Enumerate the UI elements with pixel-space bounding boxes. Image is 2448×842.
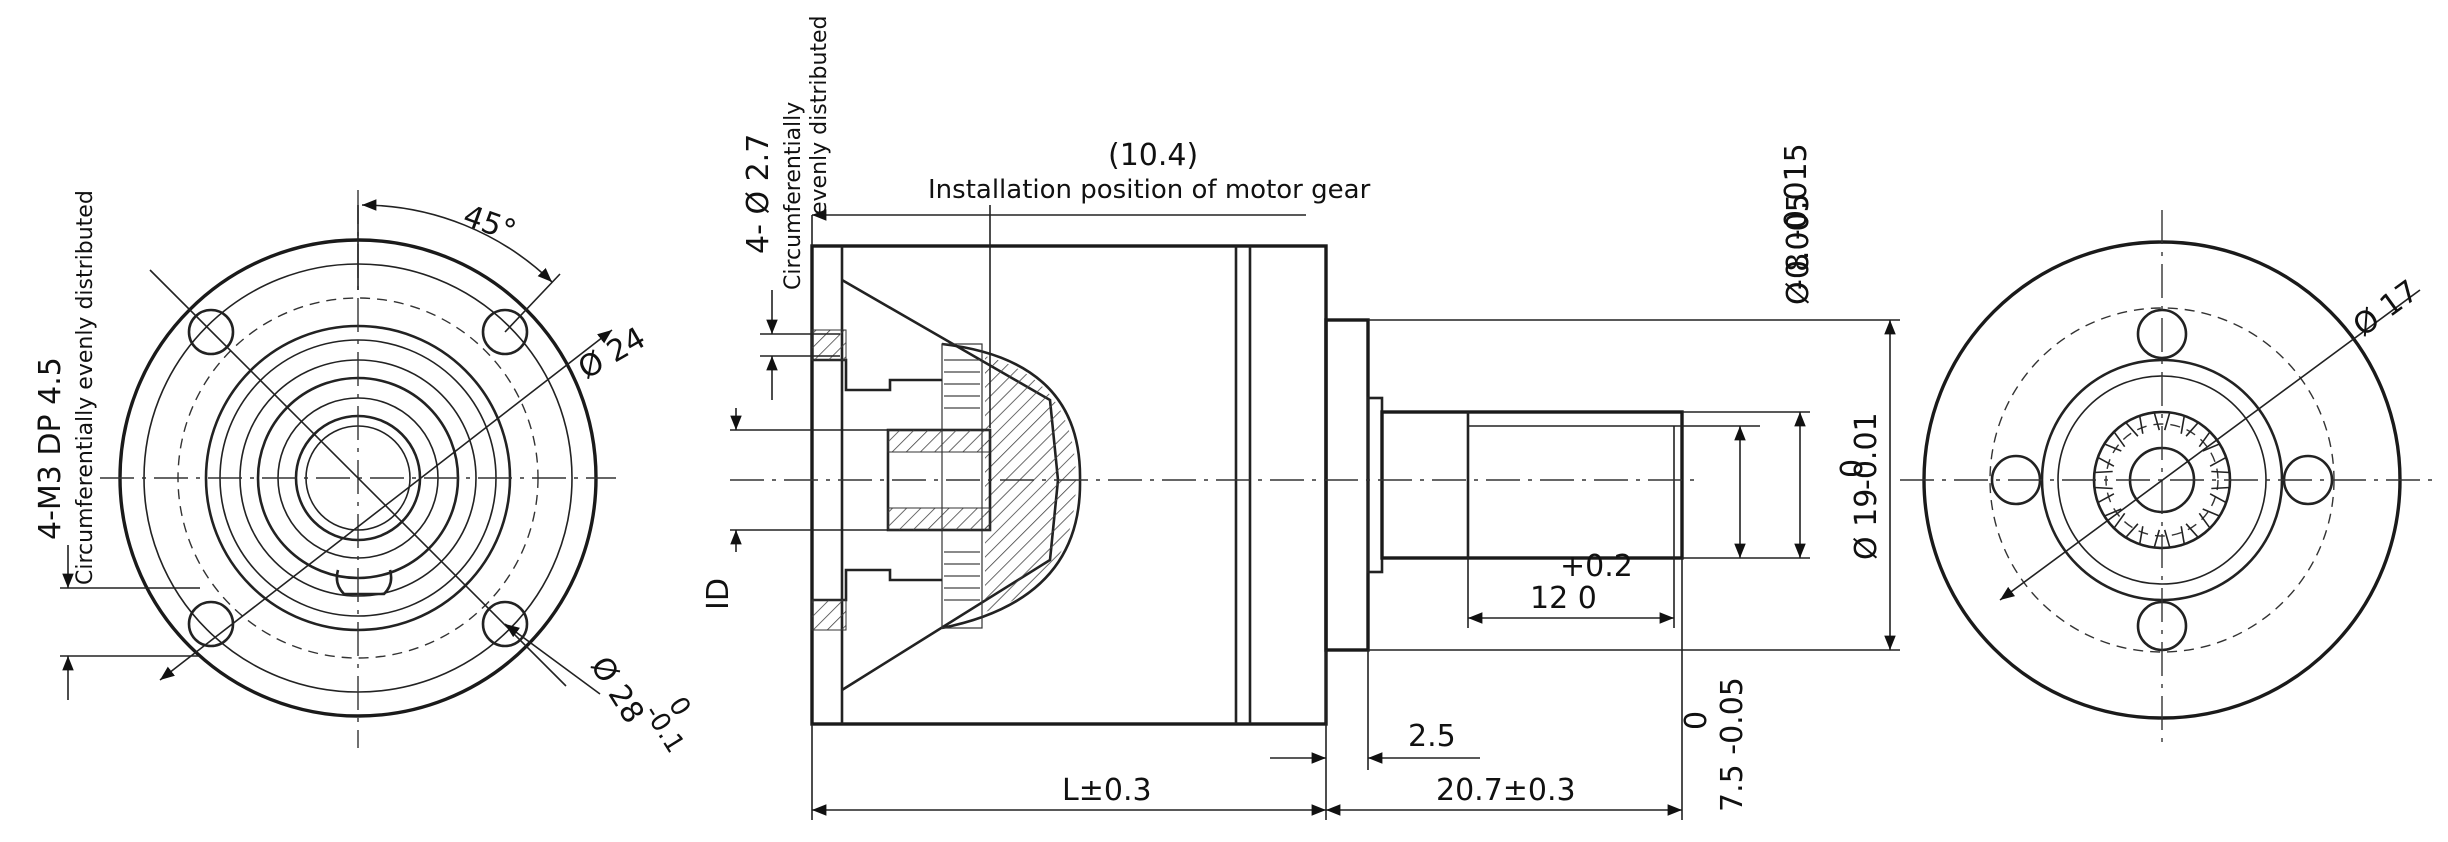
output-shaft [1380, 410, 1684, 560]
flat-tol-upper: 0 [1679, 711, 1714, 730]
gear-note-label: Installation position of motor gear [928, 175, 1371, 205]
shaft-dia-label: Ø 8 [1781, 253, 1816, 305]
pinion-tooth [2185, 421, 2212, 448]
bolt-hole-bl [187, 600, 235, 648]
front-view: 45° Ø 24 Ø 28 0 -0.1 4-M3 DP 4.5 Circumf… [33, 190, 696, 759]
pinion-tooth [2112, 421, 2139, 448]
boss-tol-upper: 0 [1835, 459, 1870, 478]
pinion-tooth [2163, 411, 2186, 434]
length-label: L±0.3 [1062, 773, 1152, 808]
pinion-tooth [2163, 526, 2186, 549]
boss-tol-lower: -0.01 [1849, 412, 1884, 490]
pinion-tooth [2138, 526, 2161, 549]
pinion-tooth [2112, 512, 2139, 539]
angle-arc [361, 199, 553, 283]
side-view: 4- Ø 2.7 Circumferentially evenly distri… [701, 15, 1900, 820]
pinion-tooth [2185, 512, 2212, 539]
boss-dia-label: Ø 19 [1849, 489, 1884, 560]
gear-teeth [944, 359, 980, 601]
dia17-leader [1999, 289, 2421, 601]
gear-hatch [985, 356, 1076, 612]
hole-note-1: Circumferentially [781, 102, 806, 290]
thread-note: Circumferentially evenly distributed [73, 190, 98, 585]
hole-note-2: evenly distributed [807, 15, 832, 215]
rear-view: Ø 17 [1900, 210, 2440, 750]
key-len-label: 12 0 [1530, 581, 1597, 616]
pinion-teeth [2093, 411, 2231, 549]
gear-offset-label: (10.4) [1108, 138, 1198, 173]
id-label: ID [701, 578, 736, 610]
output-flange [1324, 318, 1370, 652]
pinion-tooth [2096, 442, 2122, 467]
pinion-tooth [2202, 442, 2228, 467]
flange-thk-label: 2.5 [1408, 719, 1456, 754]
hole-label: 4- Ø 2.7 [741, 134, 776, 254]
shaft-length-label: 20.7±0.3 [1436, 773, 1576, 808]
pinion-tooth [2138, 411, 2161, 434]
pinion-tooth [2093, 470, 2113, 490]
pinion-tooth [2202, 493, 2228, 518]
dia17-label: Ø 17 [2347, 274, 2425, 344]
thread-label: 4-M3 DP 4.5 [33, 357, 68, 540]
dia28-leader [504, 623, 601, 695]
shaft-tol-lower: -0.015 [1779, 143, 1814, 240]
key-len-tol: +0.2 [1560, 549, 1633, 584]
flange-step [1366, 396, 1384, 574]
flat-tol-lower: 7.5 -0.05 [1715, 677, 1750, 812]
pinion-tooth [2096, 493, 2122, 518]
shaft-tol-upper: -0.005 [1781, 193, 1816, 290]
dia24-leader [159, 329, 613, 681]
angle-label: 45° [459, 198, 521, 249]
